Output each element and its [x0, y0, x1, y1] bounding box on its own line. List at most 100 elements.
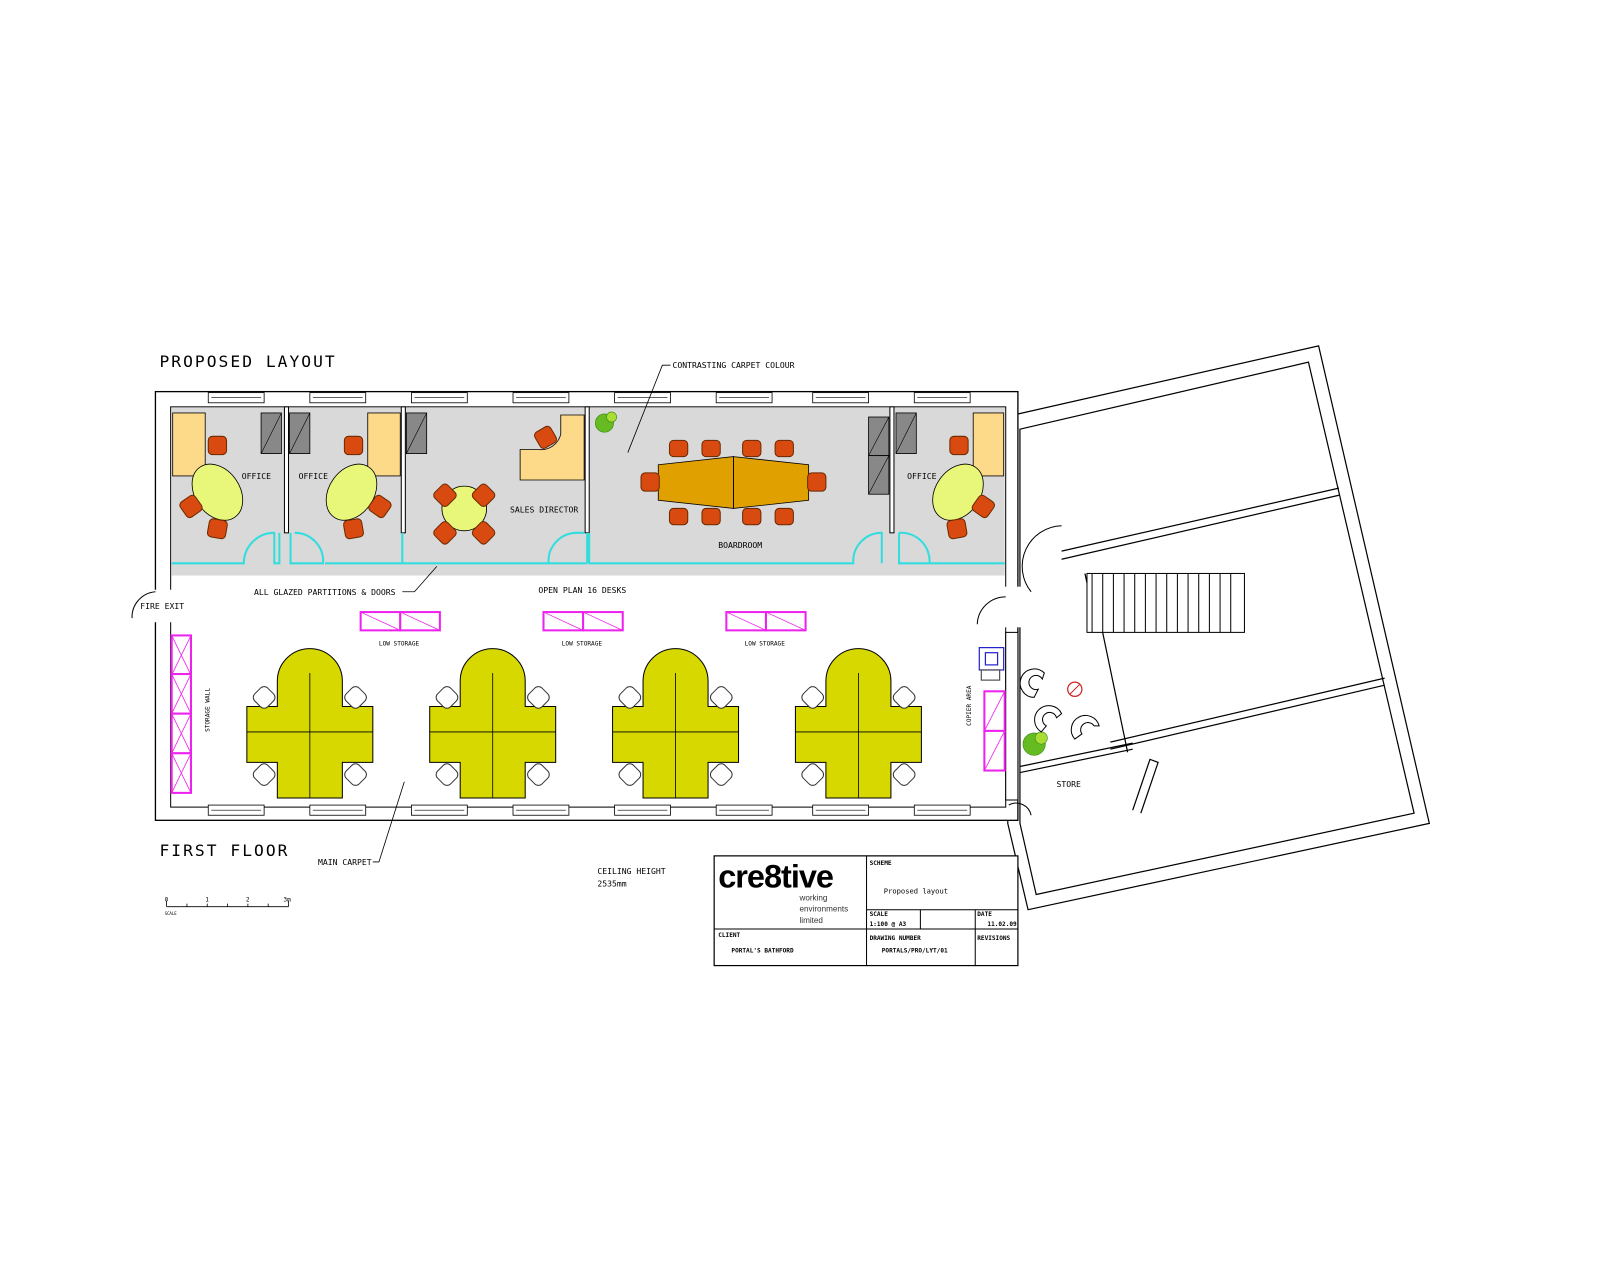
- task-chair: [709, 763, 733, 786]
- scale-label: SCALE: [165, 911, 178, 916]
- no-smoking-sign-icon: [1067, 681, 1083, 697]
- logo-subtitle: environments: [799, 905, 848, 914]
- chair: [207, 435, 228, 456]
- chairs: [179, 425, 996, 545]
- chair: [774, 439, 794, 458]
- note-open-plan: OPEN PLAN 16 DESKS: [538, 585, 626, 595]
- door-swing: [1008, 802, 1032, 816]
- chair: [949, 435, 969, 456]
- ceiling-height-label: CEILING HEIGHT: [597, 866, 665, 876]
- label-office: OFFICE: [299, 471, 328, 481]
- chair: [471, 521, 496, 545]
- cabinet-diagonal: [289, 412, 311, 454]
- leader-line: [402, 566, 438, 593]
- fire-exit-door-gap: [152, 589, 173, 623]
- partitions: [283, 406, 895, 534]
- storage-diagonal: [765, 611, 806, 631]
- annotations: CONTRASTING CARPET COLOUR ALL GLAZED PAR…: [140, 360, 973, 888]
- task-chair: [435, 686, 459, 709]
- task-chair: [527, 763, 550, 786]
- label-sales-director: SALES DIRECTOR: [510, 505, 578, 515]
- client-value: PORTAL'S BATHFORD: [731, 947, 794, 954]
- workstation-cluster: [612, 648, 740, 799]
- workstation-clusters: [246, 648, 922, 799]
- chair: [701, 439, 721, 458]
- storage-diagonal: [360, 611, 401, 631]
- note-storage-wall: STORAGE WALL: [204, 688, 211, 732]
- cabinet-diagonal: [868, 455, 890, 495]
- desk: [972, 412, 1005, 477]
- right-door-gap: [1003, 586, 1022, 628]
- task-chair: [892, 763, 916, 786]
- storage-cross: [171, 713, 192, 754]
- chair: [179, 494, 203, 519]
- chair: [742, 507, 762, 526]
- workstation-cluster: [429, 648, 557, 799]
- scale-field-value: 1:100 @ A3: [870, 921, 907, 928]
- copier-wall: [1005, 631, 1019, 801]
- scale-tick: 0: [165, 897, 169, 904]
- chair: [640, 472, 660, 492]
- scale-tick: 3m: [283, 897, 291, 904]
- desk: [367, 412, 401, 477]
- scheme-value: Proposed layout: [884, 886, 948, 895]
- label-office: OFFICE: [907, 471, 936, 481]
- task-chair: [801, 686, 825, 709]
- chair: [668, 439, 689, 458]
- chair: [433, 521, 457, 545]
- note-contrasting-carpet: CONTRASTING CARPET COLOUR: [673, 360, 795, 370]
- title-proposed-layout: PROPOSED LAYOUT: [159, 352, 336, 371]
- glazed-partitions: [171, 531, 1005, 565]
- task-chair: [252, 686, 276, 709]
- storage-diagonal: [582, 611, 623, 631]
- filing-cabinets: [260, 412, 917, 495]
- scale-bar: 0 1 2 3m SCALE: [165, 897, 292, 916]
- chair: [433, 483, 457, 507]
- client-label: CLIENT: [718, 932, 740, 939]
- chair: [701, 507, 721, 526]
- note-copier-area: COPIER AREA: [966, 685, 973, 726]
- title-first-floor: FIRST FLOOR: [159, 841, 289, 860]
- logo-subtitle: working: [798, 894, 827, 903]
- task-chair: [801, 763, 825, 786]
- note-main-carpet: MAIN CARPET: [318, 857, 372, 867]
- task-chair: [344, 686, 367, 709]
- windows: [207, 392, 971, 816]
- door-swing: [976, 596, 1006, 625]
- note-low-storage: LOW STORAGE: [745, 641, 786, 648]
- cabinet-diagonal: [260, 412, 282, 454]
- cabinet-diagonal: [895, 412, 917, 454]
- title-block: cre8tive working environments limited SC…: [713, 855, 1019, 967]
- chair: [807, 472, 827, 492]
- chair: [946, 518, 968, 540]
- chair: [774, 507, 794, 526]
- fire-exit-door-swing: [131, 591, 156, 619]
- chair: [471, 483, 496, 507]
- desk: [172, 412, 206, 477]
- logo-subtitle: limited: [799, 916, 822, 925]
- chair: [668, 507, 689, 526]
- storage-diagonal: [543, 611, 584, 631]
- room-labels: OFFICE OFFICE OFFICE SALES DIRECTOR BOAR…: [242, 471, 1081, 789]
- task-chair: [892, 686, 916, 709]
- task-chair: [527, 686, 550, 709]
- storage-cross: [171, 673, 192, 714]
- task-chair: [344, 763, 367, 786]
- storage-diagonal: [726, 611, 767, 631]
- note-low-storage: LOW STORAGE: [379, 641, 420, 648]
- storage-units: [170, 611, 1006, 794]
- task-chair: [618, 686, 642, 709]
- label-office: OFFICE: [242, 471, 271, 481]
- storage-cross: [171, 753, 192, 794]
- sales-director-desk: [519, 414, 585, 481]
- boardroom-table: [733, 456, 810, 509]
- storage-diagonal: [984, 691, 1006, 732]
- note-glazed-partitions: ALL GLAZED PARTITIONS & DOORS: [254, 587, 396, 597]
- storage-diagonal: [984, 730, 1006, 771]
- chair: [534, 425, 558, 449]
- chair: [742, 439, 762, 458]
- workstation-cluster: [246, 648, 374, 799]
- task-chair: [709, 686, 733, 709]
- chair: [368, 494, 392, 519]
